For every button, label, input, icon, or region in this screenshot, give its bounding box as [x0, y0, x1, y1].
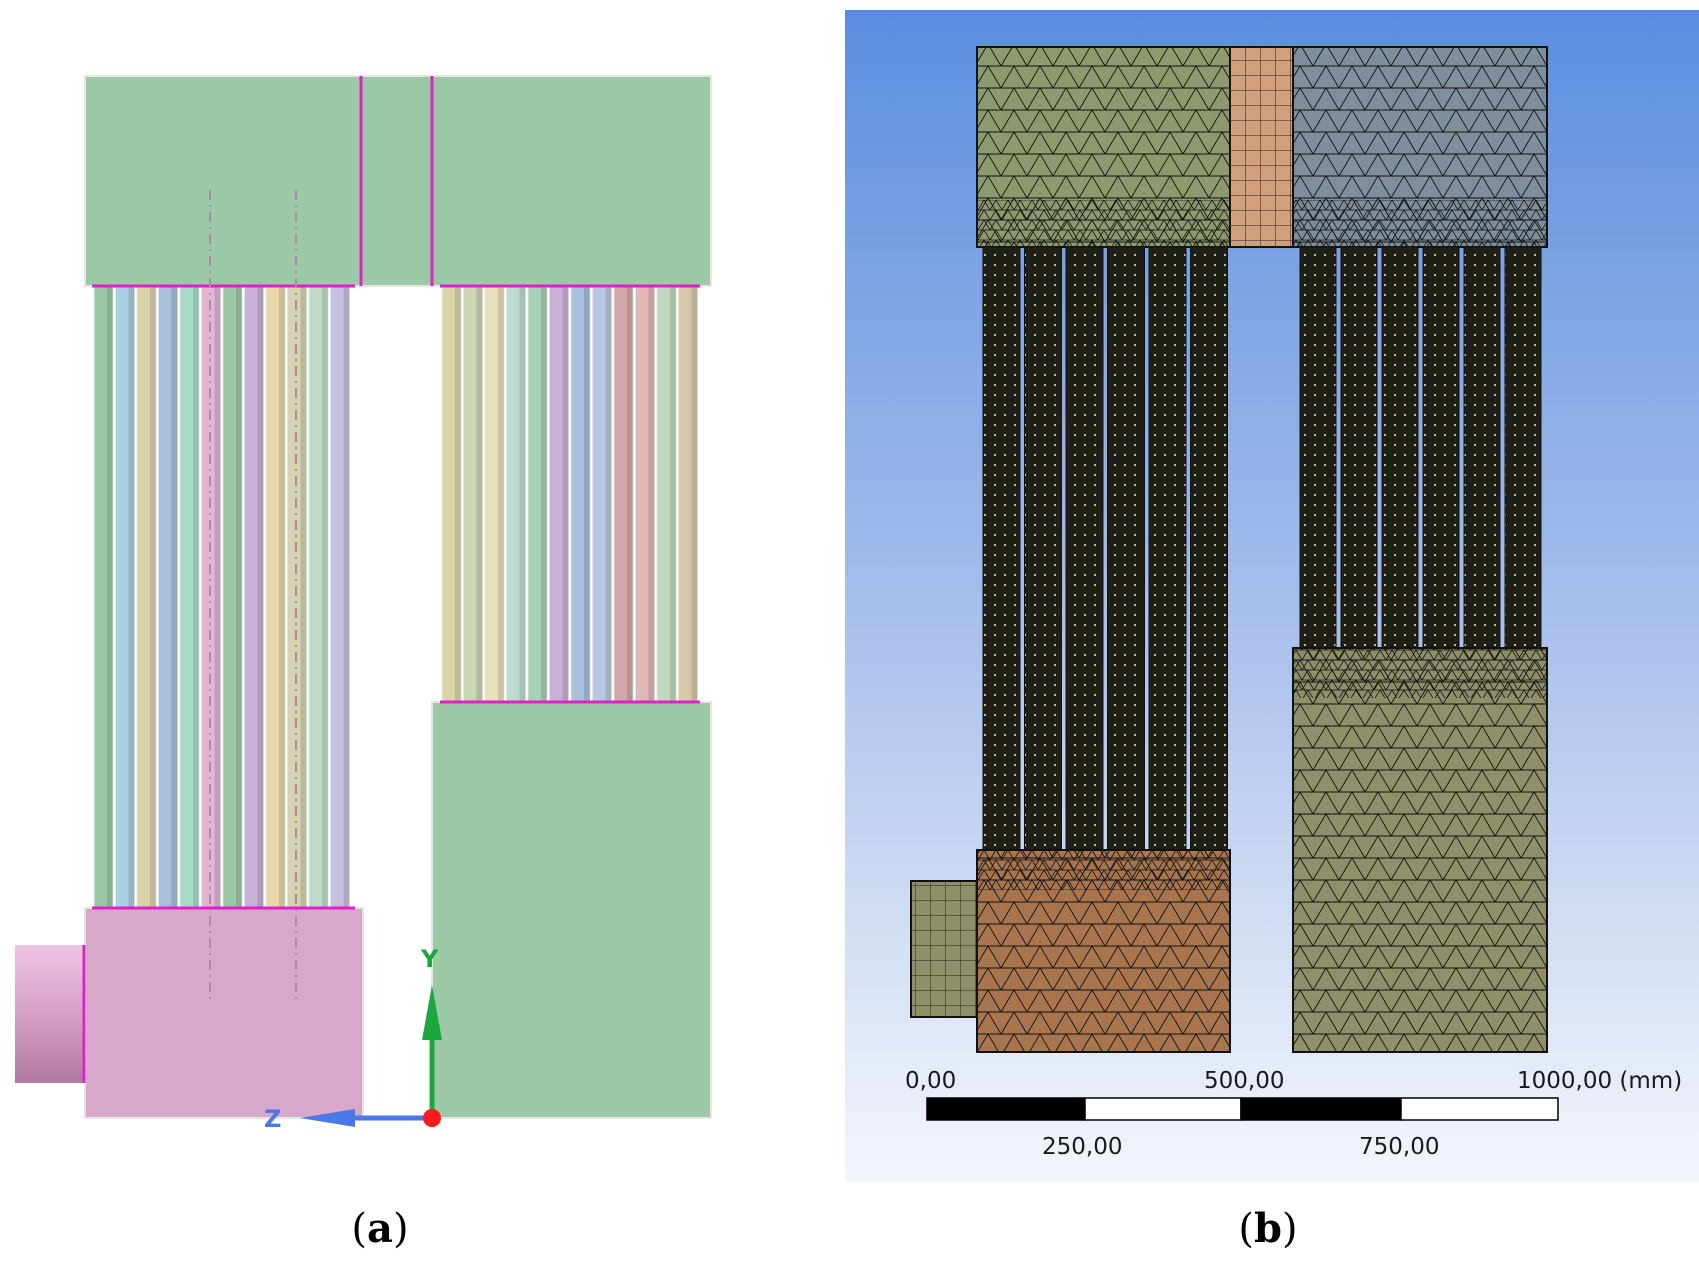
left-tube-bank	[93, 285, 350, 909]
tube-mesh	[1065, 246, 1104, 851]
top-header-box	[84, 75, 712, 287]
scale-seg-4	[1400, 1097, 1559, 1121]
panel-a-geometry: Y Z	[15, 75, 712, 1133]
panel-b-mesh: 0,00 500,00 1000,00 (mm) 250,00 750,00	[845, 10, 1699, 1182]
caption-a: (a)	[351, 1205, 409, 1252]
y-axis-label: Y	[420, 945, 439, 973]
scale-label-1000: 1000,00 (mm)	[1517, 1068, 1682, 1094]
tube-mesh	[1340, 246, 1378, 649]
tube-mesh	[1381, 246, 1419, 649]
tube-mesh	[1422, 246, 1460, 649]
scale-label-500: 500,00	[1204, 1068, 1284, 1094]
tube-mesh	[1299, 246, 1337, 649]
tube-mesh	[1504, 246, 1542, 649]
caption-b: (b)	[1238, 1205, 1298, 1252]
coordinate-triad: Y Z	[264, 945, 442, 1133]
tube-mesh	[1107, 246, 1145, 851]
scale-seg-2	[1084, 1097, 1242, 1121]
tube-mesh	[1190, 246, 1228, 851]
tube-mesh	[1024, 246, 1062, 851]
z-arrow-head	[300, 1109, 355, 1127]
tube-mesh	[1148, 246, 1187, 851]
inlet-chamber	[84, 907, 364, 1119]
inlet-pipe	[15, 945, 85, 1083]
y-arrow-head	[422, 985, 442, 1040]
z-axis-label: Z	[264, 1105, 281, 1133]
outlet-chamber	[431, 701, 712, 1119]
scale-seg-1	[926, 1097, 1086, 1121]
right-tube-mesh-bank	[1299, 246, 1542, 649]
scale-bar: 0,00 500,00 1000,00 (mm) 250,00 750,00	[905, 1068, 1682, 1160]
scale-label-250: 250,00	[1042, 1134, 1122, 1160]
origin-point	[423, 1109, 441, 1127]
scale-label-750: 750,00	[1359, 1134, 1439, 1160]
right-tube-bank	[441, 285, 698, 703]
tube-mesh	[982, 246, 1021, 851]
scale-seg-3	[1240, 1097, 1402, 1121]
scale-label-0: 0,00	[905, 1068, 956, 1094]
tube-mesh	[1463, 246, 1501, 649]
